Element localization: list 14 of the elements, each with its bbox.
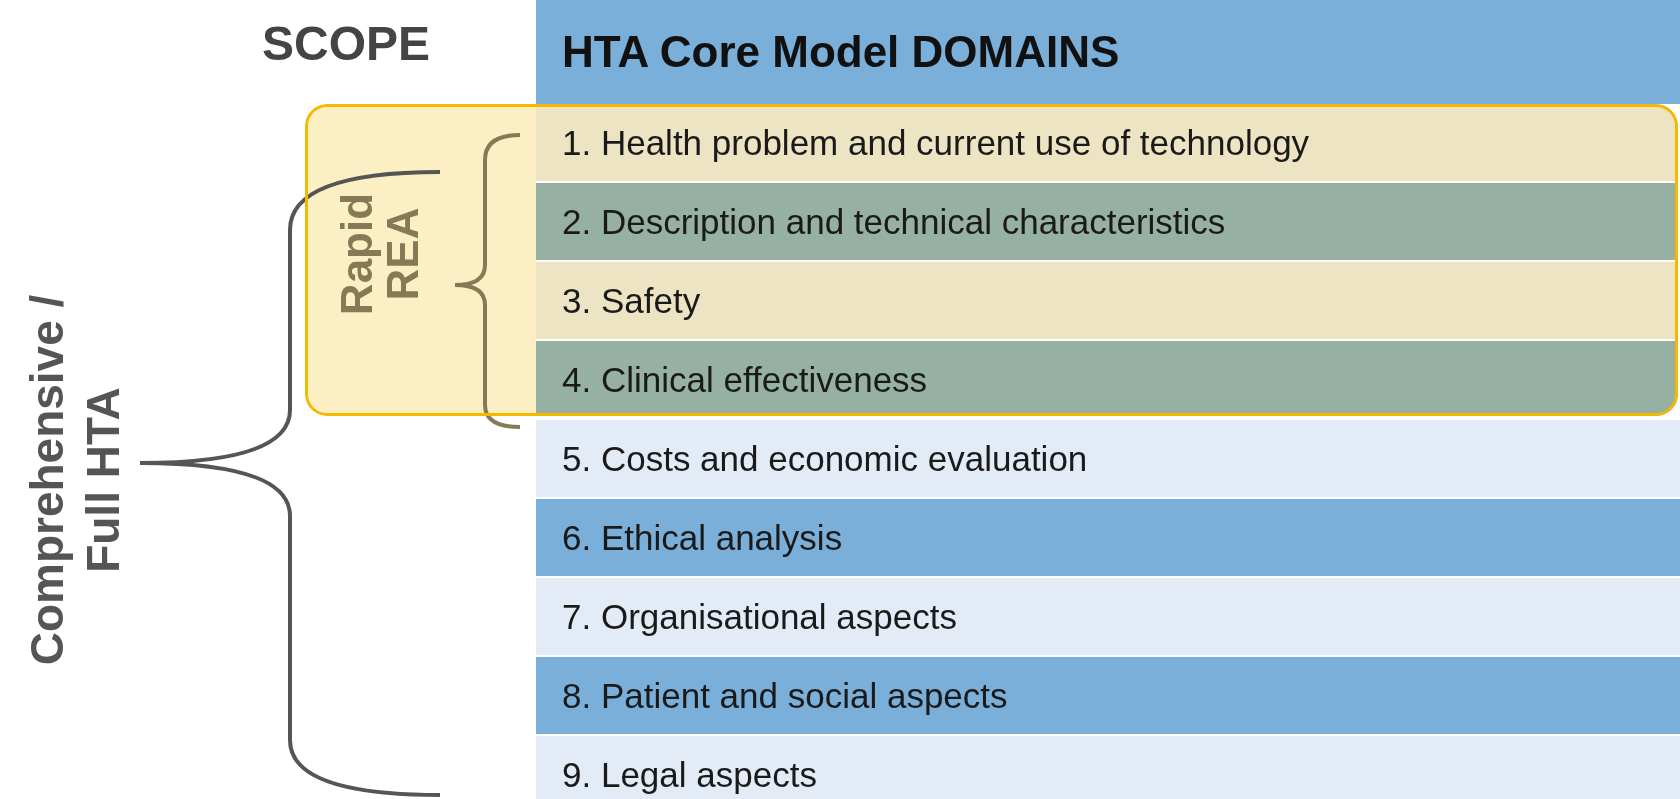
header-bar: HTA Core Model DOMAINS [536,0,1680,104]
domain-row: 7. Organisational aspects [536,578,1680,657]
domain-row: 9. Legal aspects [536,736,1680,799]
domain-row: 1. Health problem and current use of technology [536,104,1678,183]
domain-row: 4. Clinical effectiveness [536,341,1678,416]
scope-label: Comprehensive / Full HTA [20,293,130,668]
band-label: Rapid REA [334,191,426,318]
domain-row: 6. Ethical analysis [536,499,1680,578]
highlight-band [305,104,1678,416]
column-heading: SCOPE [262,16,431,71]
domain-row: 5. Costs and economic evaluation [536,420,1680,499]
domain-row: 2. Description and technical characteristics [536,183,1678,262]
domain-row: 3. Safety [536,262,1678,341]
domain-row: 8. Patient and social aspects [536,657,1680,736]
